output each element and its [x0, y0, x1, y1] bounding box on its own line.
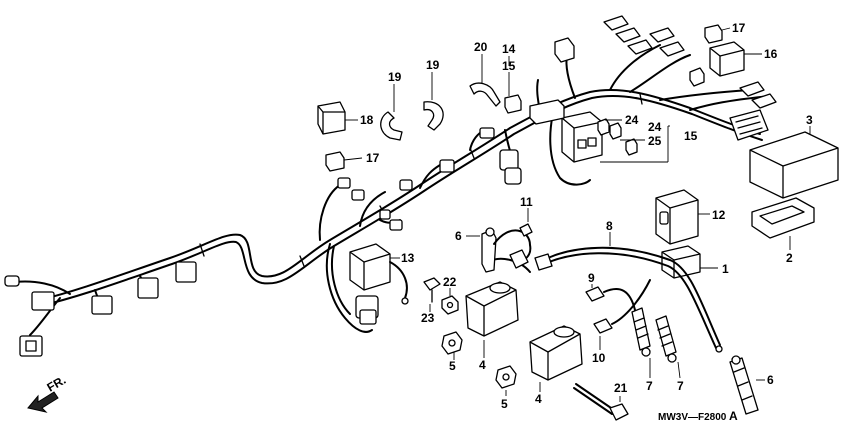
harness-connectors-left — [4, 261, 197, 357]
callout-20: 20 — [474, 40, 488, 54]
control-unit-3 — [729, 109, 839, 199]
connector-14 — [504, 94, 522, 114]
callout-15: 15 — [684, 129, 698, 143]
diagram-code-suffix: A — [729, 409, 738, 423]
connector-17-left — [325, 151, 345, 172]
relay-16 — [709, 41, 745, 77]
leader-lines — [343, 27, 811, 402]
diagram-code-text: MW3V—F2800 — [658, 412, 727, 423]
callout-6: 6 — [767, 373, 774, 387]
callout-23: 23 — [421, 311, 435, 325]
callout-16: 16 — [764, 47, 778, 61]
bolt-21 — [573, 383, 629, 421]
bolt-23 — [423, 277, 441, 303]
callout-11: 11 — [520, 195, 533, 209]
callout-5: 5 — [501, 397, 508, 411]
band-20 — [469, 82, 501, 107]
callout-21: 21 — [614, 381, 628, 395]
callout-6: 6 — [455, 229, 462, 243]
harness-connectors-mid — [337, 127, 522, 231]
callouts: 1 2 3 4 4 5 5 6 6 7 7 8 9 10 11 12 13 14… — [360, 21, 813, 411]
callout-17: 17 — [366, 151, 380, 165]
callout-19: 19 — [426, 58, 440, 72]
clamp-19-b — [423, 101, 444, 131]
callout-13: 13 — [401, 251, 415, 265]
main-wire-harness — [14, 44, 771, 336]
plug-cap-6-b — [729, 355, 759, 415]
callout-14: 14 — [502, 42, 516, 56]
lead-9 — [585, 286, 636, 311]
fuses-24-25 — [597, 118, 638, 156]
regulator-13 — [349, 243, 409, 325]
diagram-code: MW3V—F2800 A — [658, 409, 738, 423]
connector-17-top — [704, 24, 723, 44]
callout-9: 9 — [588, 271, 595, 285]
nut-22 — [441, 295, 459, 315]
fuse-box-15 — [529, 99, 603, 163]
ignition-coil-4-a — [465, 257, 531, 337]
clamp-19-a — [380, 111, 403, 141]
callout-15: 15 — [502, 59, 516, 73]
lead-11 — [493, 223, 533, 269]
callout-8: 8 — [606, 219, 613, 233]
callout-1: 1 — [722, 262, 729, 276]
lead-7-a — [631, 307, 651, 357]
callout-4: 4 — [535, 392, 542, 406]
ignition-coil-4-b — [529, 325, 583, 381]
lead-7-b — [655, 315, 677, 363]
callout-17: 17 — [732, 21, 746, 35]
callout-3: 3 — [806, 113, 813, 127]
plug-cap-6-a — [481, 227, 497, 273]
lead-8 — [534, 246, 723, 353]
clip-5-b — [495, 365, 517, 389]
callout-5: 5 — [449, 359, 456, 373]
callout-7: 7 — [646, 379, 653, 393]
callout-24: 24 — [648, 120, 662, 134]
lead-10 — [593, 279, 651, 334]
front-label: FR. — [45, 373, 69, 395]
callout-24: 24 — [625, 113, 639, 127]
clip-5-a — [441, 331, 463, 355]
module-12 — [655, 189, 699, 245]
rubber-1 — [661, 245, 701, 279]
connectors-top-right — [554, 15, 777, 109]
callout-10: 10 — [592, 351, 606, 365]
callout-7: 7 — [677, 379, 684, 393]
callout-19: 19 — [388, 70, 402, 84]
rubber-mount-2 — [751, 197, 815, 239]
front-direction-arrow: FR. — [27, 373, 69, 413]
callout-4: 4 — [479, 358, 486, 372]
relay-18 — [317, 101, 346, 135]
callout-12: 12 — [712, 208, 726, 222]
callout-18: 18 — [360, 113, 374, 127]
callout-2: 2 — [786, 251, 793, 265]
callout-22: 22 — [443, 275, 457, 289]
callout-25: 25 — [648, 134, 662, 148]
